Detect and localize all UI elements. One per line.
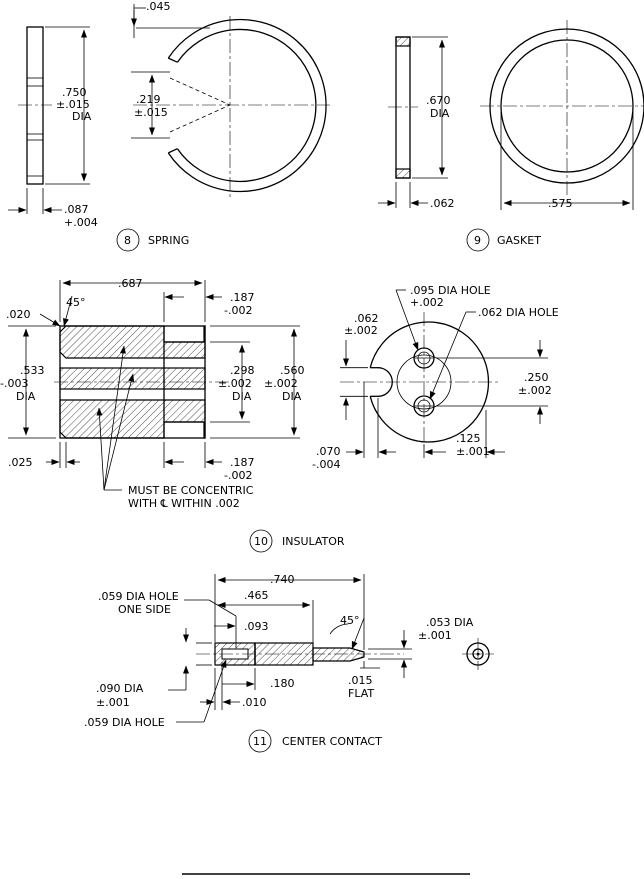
- insulator-tol-002-062: ±.002: [344, 324, 378, 337]
- insulator-dim-070: .070: [316, 445, 341, 458]
- spring-ring-view: [131, 4, 330, 200]
- spring-dia-label: DIA: [72, 110, 92, 123]
- gasket-dia-label: DIA: [430, 107, 450, 120]
- insulator-dim-298: .298: [230, 364, 255, 377]
- contact-tol-001a: ±.001: [418, 629, 452, 642]
- insulator-dia-label-3: DIA: [282, 390, 302, 403]
- insulator-tol-002-095: +.002: [410, 296, 444, 309]
- insulator-dim-062: .062: [354, 312, 379, 325]
- contact-dim-010: .010: [242, 696, 267, 709]
- center-contact-part: .740 .059 DIA HOLE ONE SIDE .465 .093 45…: [84, 573, 494, 753]
- contact-callout-number: 11: [253, 735, 267, 748]
- spring-callout: 8 SPRING: [116, 228, 189, 252]
- insulator-dim-250: .250: [524, 371, 549, 384]
- insulator-tol-002-250: ±.002: [518, 384, 552, 397]
- insulator-dia-label-1: DIA: [16, 390, 36, 403]
- contact-one-side: ONE SIDE: [118, 603, 171, 616]
- spring-dim-045: .045: [146, 0, 171, 13]
- insulator-dim-020: .020: [6, 308, 31, 321]
- spring-dim-750: .750: [62, 86, 87, 99]
- insulator-callout-number: 10: [254, 535, 268, 548]
- contact-dim-059-hole: .059 DIA HOLE: [98, 590, 179, 603]
- insulator-dim-125: .125: [456, 432, 481, 445]
- spring-side-view: [8, 26, 90, 214]
- contact-dim-053-dia: .053 DIA: [426, 616, 474, 629]
- insulator-section-view: [8, 280, 300, 491]
- insulator-dim-025: .025: [8, 456, 33, 469]
- contact-dim-015: .015: [348, 674, 373, 687]
- gasket-callout-name: GASKET: [497, 234, 541, 247]
- spring-callout-number: 8: [124, 234, 131, 247]
- gasket-side-view: [378, 36, 448, 208]
- insulator-note-line-2: WITH ℄ WITHIN .002: [128, 497, 240, 510]
- insulator-dim-533: .533: [20, 364, 45, 377]
- insulator-note-line-1: MUST BE CONCENTRIC: [128, 484, 254, 497]
- spring-dim-219: .219: [136, 93, 161, 106]
- spring-tol-015b: ±.015: [134, 106, 168, 119]
- contact-dim-740: .740: [270, 573, 295, 586]
- contact-callout-name: CENTER CONTACT: [282, 735, 382, 748]
- center-contact-side-view: [168, 574, 412, 723]
- spring-tol-015: ±.015: [56, 98, 90, 111]
- gasket-callout-number: 9: [474, 234, 481, 247]
- insulator-tol-002-298: ±.002: [218, 377, 252, 390]
- gasket-dim-575: .575: [548, 197, 573, 210]
- insulator-tol-004: -.004: [312, 458, 340, 471]
- center-contact-end-view: [462, 638, 494, 670]
- gasket-dim-670: .670: [426, 94, 451, 107]
- insulator-dim-687: .687: [118, 277, 143, 290]
- insulator-dia-label-2: DIA: [232, 390, 252, 403]
- contact-dim-093: .093: [244, 620, 269, 633]
- insulator-dim-187-top: .187: [230, 291, 255, 304]
- contact-angle-45: 45°: [340, 614, 360, 627]
- contact-dim-180: .180: [270, 677, 295, 690]
- spring-tol-004: +.004: [64, 216, 98, 229]
- insulator-tol-002-560: ±.002: [264, 377, 298, 390]
- insulator-angle-45: 45°: [66, 296, 86, 309]
- insulator-tol-003: -.003: [0, 377, 28, 390]
- gasket-dim-062: .062: [430, 197, 455, 210]
- spring-part: .750 ±.015 DIA .087 +.004 .045 .219 ±.01…: [8, 0, 330, 252]
- insulator-tol-002-top: -.002: [224, 304, 252, 317]
- gasket-part: .670 DIA .062 .575 9 GASKET: [378, 20, 644, 252]
- contact-dim-090-dia: .090 DIA: [96, 682, 144, 695]
- spring-callout-name: SPRING: [148, 234, 189, 247]
- contact-dim-465: .465: [244, 589, 269, 602]
- insulator-part: .687 .020 45° .187 -.002 .533 -.003 DIA …: [0, 277, 559, 553]
- gasket-ring-view: [480, 20, 644, 210]
- insulator-dim-560: .560: [280, 364, 305, 377]
- insulator-dim-062-hole: .062 DIA HOLE: [478, 306, 559, 319]
- insulator-tol-002-bottom: -.002: [224, 469, 252, 482]
- insulator-dim-095-hole: .095 DIA HOLE: [410, 284, 491, 297]
- contact-tol-001b: ±.001: [96, 696, 130, 709]
- center-contact-callout: 11 CENTER CONTACT: [248, 729, 382, 753]
- insulator-callout-name: INSULATOR: [282, 535, 345, 548]
- gasket-callout: 9 GASKET: [466, 228, 541, 252]
- contact-flat-label: FLAT: [348, 687, 374, 700]
- insulator-dim-187-bottom: .187: [230, 456, 255, 469]
- spring-dim-087: .087: [64, 203, 89, 216]
- insulator-end-view: [340, 289, 548, 458]
- insulator-callout: 10 INSULATOR: [249, 529, 345, 553]
- insulator-tol-001: ±.001: [456, 445, 490, 458]
- contact-dim-059-hole-b: .059 DIA HOLE: [84, 716, 165, 729]
